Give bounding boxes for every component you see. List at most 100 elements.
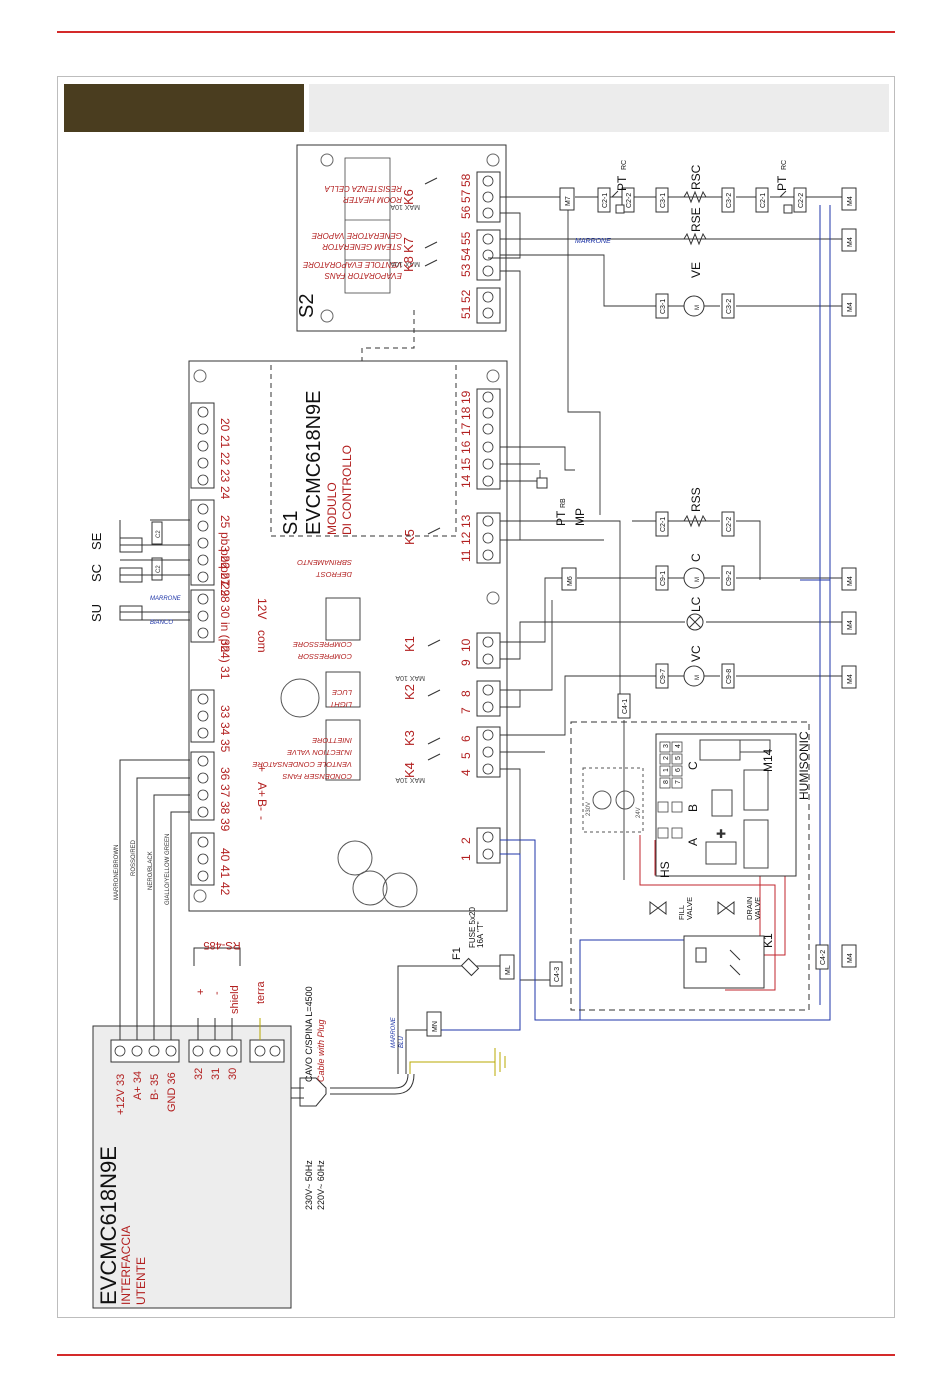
hs-n2: 2 xyxy=(663,756,670,760)
s1-t26-pb3: pb3 26 xyxy=(218,532,232,569)
rs485-terra: terra xyxy=(255,981,267,1005)
conn-c2-1-b: C2-1 xyxy=(760,193,767,208)
s1-relay-k3: K3 xyxy=(402,730,417,746)
ui-t35: B- 35 xyxy=(149,1074,161,1100)
conn-m6: M6 xyxy=(567,576,574,586)
s1-bminus: B- xyxy=(255,799,269,811)
rs485-minus: - xyxy=(211,991,223,995)
su-wire-white: BIANCO xyxy=(150,620,173,626)
top-rule xyxy=(57,31,895,33)
right-wiring xyxy=(488,196,842,981)
s1-cond-it: VENTOLE CONDENSATORE xyxy=(251,760,352,769)
s1-t18: 18 xyxy=(459,406,473,420)
ui-wire-1: MARRONE/BROWN xyxy=(114,845,120,900)
s2-s1-link xyxy=(361,310,415,450)
s1-max-k3: MAX 10A xyxy=(395,776,425,783)
rc-2: RC xyxy=(781,160,788,170)
s1-aplus: A+ xyxy=(255,782,269,797)
ui-model: EVCMC618N9E xyxy=(96,1146,121,1305)
ui-t32: 32 xyxy=(193,1068,205,1080)
s1-t34: 34 xyxy=(218,722,232,736)
s1-cond-en: CONDENSER FANS xyxy=(283,772,352,781)
s2-t57: 57 xyxy=(459,189,473,203)
s1-relay-k1: K1 xyxy=(402,636,417,652)
module-s1: S1 EVCMC618N9E MODULO DI CONTROLLO SBRIN… xyxy=(188,360,508,912)
s1-injection-en: INJECTION VALVE xyxy=(286,748,352,757)
humisonic: 230V 24V 1 2 3 4 5 6 7 8 C B xyxy=(570,721,811,1011)
sensor-sc: SC xyxy=(89,564,104,582)
s2-t54: 54 xyxy=(459,247,473,261)
s1-t2: 2 xyxy=(459,837,473,844)
components: M M M MARRONE PT RC RSC RSE PT RC VE RSS… xyxy=(536,160,793,687)
hs-c: C xyxy=(686,761,700,770)
hs-plus: ✚ xyxy=(716,827,726,841)
conn-m4-f: M4 xyxy=(847,674,854,684)
ui-t36: GND 36 xyxy=(166,1072,178,1112)
s2-t58: 58 xyxy=(459,173,473,187)
rc-1: RC xyxy=(621,160,628,170)
s1-injection-it: INIETTORE xyxy=(311,736,352,745)
s1-t4: 4 xyxy=(459,769,473,776)
s1-sub1: MODULO xyxy=(325,482,339,535)
conn-m4-a: M4 xyxy=(847,196,854,206)
hs-n7: 7 xyxy=(675,780,682,784)
conn-c3-1-b: C3-1 xyxy=(660,299,667,314)
s1-t35: 35 xyxy=(218,739,232,753)
s1-sub2: DI CONTROLLO xyxy=(340,445,354,535)
vc: VC xyxy=(689,645,703,662)
ui-t34: A+ 34 xyxy=(132,1071,144,1100)
s2-relay-k7: K7 xyxy=(401,237,416,253)
hs-b: B xyxy=(686,804,700,812)
hs-title: HUMISONIC xyxy=(797,731,811,800)
blue-wiring xyxy=(440,205,831,1031)
rs485-plus: + xyxy=(195,989,207,995)
conn-c4-3: C4-3 xyxy=(554,967,561,982)
hs-m14: M14 xyxy=(761,748,775,772)
s1-t10: 10 xyxy=(459,638,473,652)
su-wire-brown: MARRONE xyxy=(150,596,182,602)
hs-hs: HS xyxy=(658,861,672,878)
tr-in: 230V xyxy=(586,802,592,816)
s1-t7: 7 xyxy=(459,707,473,714)
conn-c9-2: C9-2 xyxy=(726,571,733,586)
header-dark-block xyxy=(64,84,304,132)
s2-t52: 52 xyxy=(459,289,473,303)
s1-t20: 20 xyxy=(218,418,232,432)
se-c2: C2 xyxy=(156,530,162,538)
s2-evap-it: VENTOLE EVAPORATORE xyxy=(302,260,402,269)
bottom-rule xyxy=(57,1354,895,1356)
s2-relay-k8: K8 xyxy=(401,256,416,272)
conn-c3-2-a: C3-2 xyxy=(726,193,733,208)
marrone-label: MARRONE xyxy=(575,238,611,245)
s1-com: com xyxy=(255,630,269,653)
s1-t22: 22 xyxy=(218,452,232,466)
diagram-frame xyxy=(57,76,895,1318)
s1-model: EVCMC618N9E xyxy=(303,390,325,535)
ui-t31: 31 xyxy=(210,1068,222,1080)
vc-motor-m: M xyxy=(695,675,701,680)
s2-relay-k6: K6 xyxy=(401,189,416,205)
lc: LC xyxy=(689,596,703,612)
hs-n6: 6 xyxy=(675,768,682,772)
hs-n4: 4 xyxy=(675,744,682,748)
pt-rc-2: PT xyxy=(775,175,789,191)
s1-t14: 14 xyxy=(459,474,473,488)
s1-relay-k2: K2 xyxy=(402,684,417,700)
s2-t53: 53 xyxy=(459,263,473,277)
power-section: F1 FUSE 5x20 16A "T" CAVO C/SPINA L=4500… xyxy=(290,907,506,1210)
s1-t8: 8 xyxy=(459,690,473,697)
s1-minus: - xyxy=(255,816,269,820)
s2-tag: S2 xyxy=(296,294,318,318)
s2-steam-en: STEAM GENERATOR xyxy=(322,242,402,251)
header-light-block xyxy=(309,84,889,132)
ve-motor-m: M xyxy=(695,305,701,310)
voltage-1: 230V~ 50Hz xyxy=(304,1160,314,1210)
drain-valve-label: VALVE xyxy=(753,897,762,920)
s1-t15: 15 xyxy=(459,457,473,471)
sc-c2: C2 xyxy=(156,565,162,573)
pt-rb: PT xyxy=(554,510,568,526)
s2-max-1: MAX 10A xyxy=(390,203,420,210)
s1-light: LIGHT xyxy=(328,700,352,709)
tr-out: 24V xyxy=(636,807,642,818)
